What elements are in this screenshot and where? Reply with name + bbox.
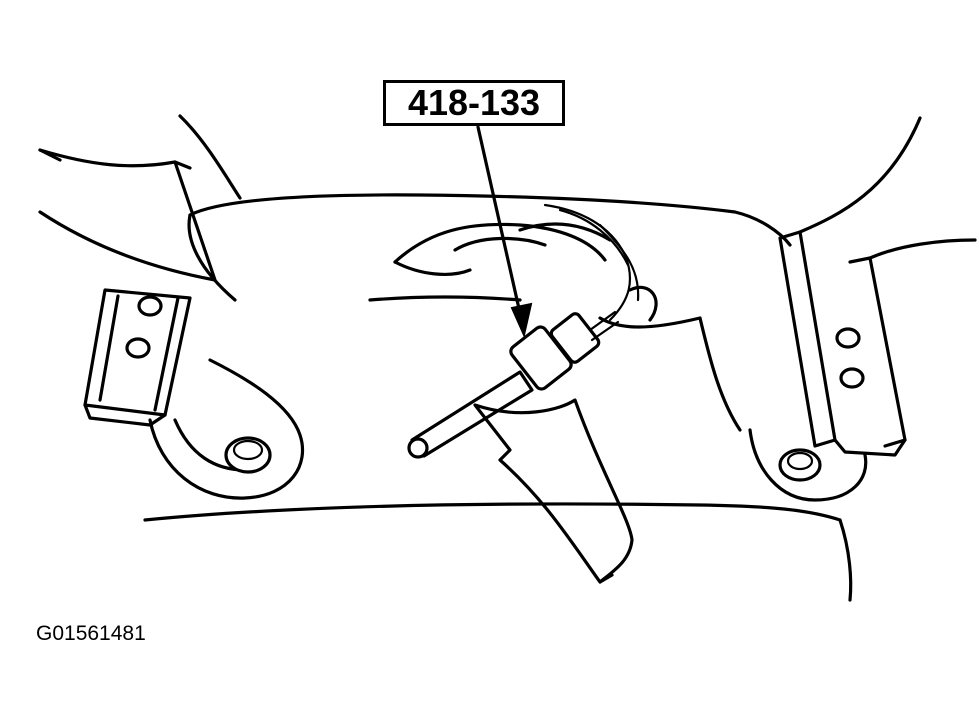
sensor-probe <box>407 310 620 459</box>
figure-id-label: G01561481 <box>36 622 146 645</box>
housing-body <box>143 193 853 602</box>
left-mounting-rail <box>83 288 192 427</box>
left-mounting-lug <box>148 358 305 500</box>
tool-number-label: 418-133 <box>407 82 541 123</box>
right-mounting-lug <box>748 428 868 502</box>
upper-left-cover <box>38 114 242 282</box>
right-mounting-rail <box>778 116 977 457</box>
mounting-strap <box>473 398 634 584</box>
tool-number-callout: 418-133 <box>383 80 565 126</box>
wiring-bracket <box>393 203 658 322</box>
callout-leader <box>476 125 533 339</box>
